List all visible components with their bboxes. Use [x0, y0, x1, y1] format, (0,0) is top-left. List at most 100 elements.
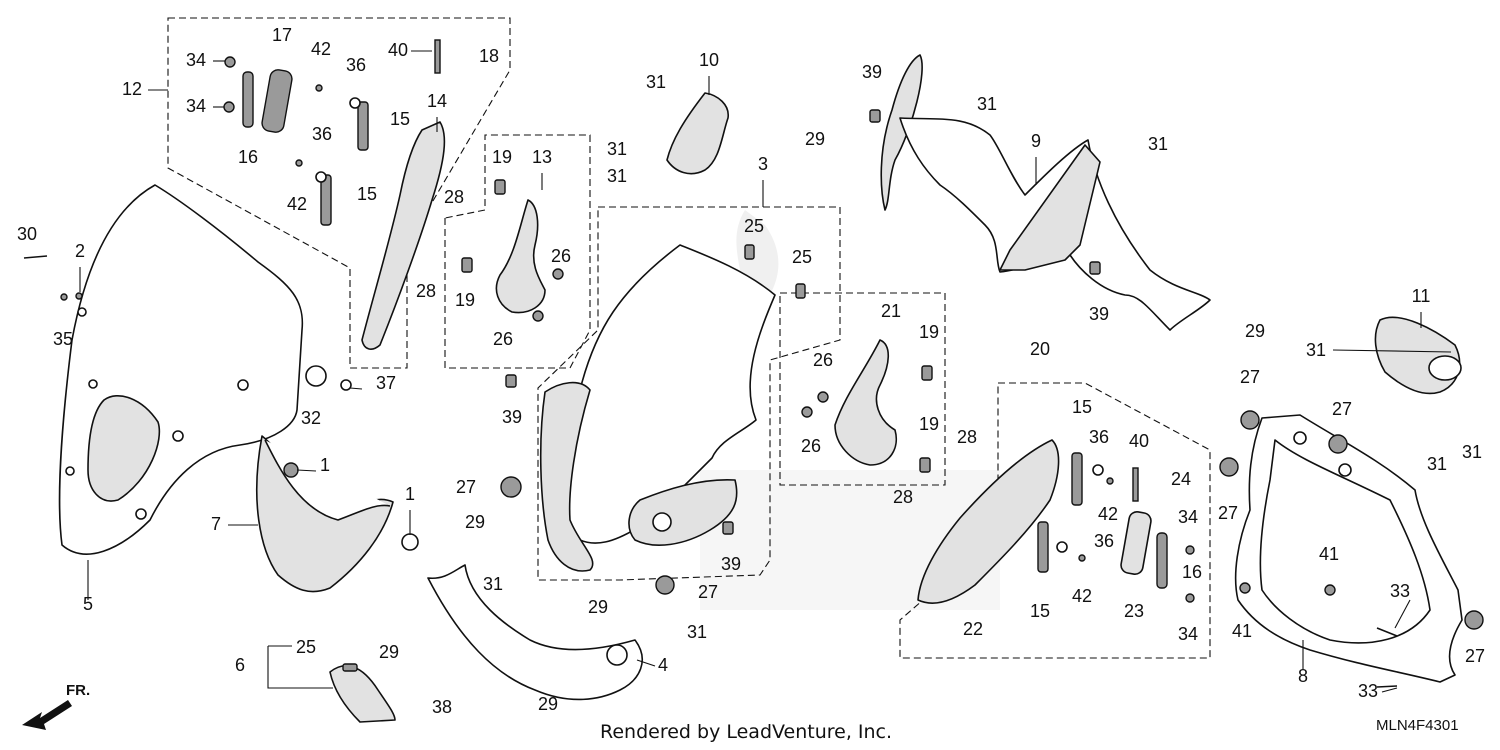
callout-c31e: 31	[1148, 134, 1168, 154]
callout-c15a: 15	[390, 109, 410, 129]
small-parts	[23, 39, 1484, 688]
callout-c21: 21	[881, 301, 901, 321]
callout-c9: 9	[1031, 131, 1041, 151]
callout-c37: 37	[376, 373, 396, 393]
callout-c19c: 19	[919, 322, 939, 342]
bracket-part-10	[666, 92, 729, 175]
leader-lines	[79, 50, 1452, 693]
callout-c28c: 28	[957, 427, 977, 447]
callout-c42a: 42	[311, 39, 331, 59]
callout-c19b: 19	[455, 290, 475, 310]
callout-c28d: 28	[893, 487, 913, 507]
callout-c24: 24	[1171, 469, 1191, 489]
callout-c16b: 16	[1182, 562, 1202, 582]
callout-c25c: 25	[296, 637, 316, 657]
callout-c15d: 15	[1030, 601, 1050, 621]
callout-c29c: 29	[465, 512, 485, 532]
callout-c29b: 29	[1245, 321, 1265, 341]
callout-c34b: 34	[186, 96, 206, 116]
callout-c39d: 39	[721, 554, 741, 574]
callout-c31d: 31	[977, 94, 997, 114]
callout-c36c: 36	[1089, 427, 1109, 447]
callout-c1b: 1	[405, 484, 415, 504]
callout-c28b: 28	[416, 281, 436, 301]
callout-c6: 6	[235, 655, 245, 675]
callout-c20: 20	[1030, 339, 1050, 359]
callout-c15c: 15	[1072, 397, 1092, 417]
callout-c1a: 1	[320, 455, 330, 475]
callout-c16a: 16	[238, 147, 258, 167]
callout-c29a: 29	[805, 129, 825, 149]
render-credit: Rendered by LeadVenture, Inc.	[600, 721, 892, 743]
callout-c12: 12	[122, 79, 142, 99]
callout-c40a: 40	[388, 40, 408, 60]
callout-c26c: 26	[813, 350, 833, 370]
callout-c22: 22	[963, 619, 983, 639]
callout-c31a: 31	[646, 72, 666, 92]
callout-c27c: 27	[1240, 367, 1260, 387]
callout-c41a: 41	[1319, 544, 1339, 564]
bracket-part-13	[495, 199, 546, 314]
stay-part-14	[361, 121, 446, 350]
callout-c31g: 31	[1427, 454, 1447, 474]
callout-c29e: 29	[379, 642, 399, 662]
callout-c11: 11	[1412, 286, 1431, 306]
callout-c42d: 42	[1072, 586, 1092, 606]
callout-c27a: 27	[456, 477, 476, 497]
callout-c31b: 31	[607, 139, 627, 159]
callout-c39c: 39	[502, 407, 522, 427]
box-group-13	[444, 134, 591, 369]
callout-c38: 38	[432, 697, 452, 717]
callout-c39a: 39	[862, 62, 882, 82]
callout-c31f: 31	[1306, 340, 1326, 360]
callout-c3: 3	[758, 154, 768, 174]
front-visor-part-3	[539, 244, 776, 572]
lower-bracket-part-4	[427, 564, 644, 701]
callout-c19d: 19	[919, 414, 939, 434]
meter-stay-part-9	[880, 54, 1211, 331]
callout-c8: 8	[1298, 666, 1308, 686]
callout-c39b: 39	[1089, 304, 1109, 324]
callout-c31j: 31	[687, 622, 707, 642]
callout-c5: 5	[83, 594, 93, 614]
callout-c2: 2	[75, 241, 85, 261]
callout-c4: 4	[658, 655, 668, 675]
direction-label: FR.	[66, 682, 90, 699]
stay-part-22	[917, 439, 1060, 604]
callout-c36a: 36	[346, 55, 366, 75]
callout-c26a: 26	[551, 246, 571, 266]
callout-c27d: 27	[1332, 399, 1352, 419]
callout-c13: 13	[532, 147, 552, 167]
callout-c34d: 34	[1178, 624, 1198, 644]
callout-c7: 7	[211, 514, 221, 534]
callout-c25a: 25	[744, 216, 764, 236]
callout-c28a: 28	[444, 187, 464, 207]
callout-c35: 35	[53, 329, 73, 349]
callout-c30: 30	[17, 224, 37, 244]
callout-c42b: 42	[287, 194, 307, 214]
callout-c26d: 26	[801, 436, 821, 456]
front-direction-arrow: FR.	[22, 682, 90, 730]
box-group-21	[779, 292, 946, 486]
callout-c26b: 26	[493, 329, 513, 349]
callout-c34c: 34	[1178, 507, 1198, 527]
callout-c36b: 36	[312, 124, 332, 144]
callout-c40b: 40	[1129, 431, 1149, 451]
frame-part-8	[1234, 414, 1463, 683]
callout-c17: 17	[272, 25, 292, 45]
bracket-part-21	[834, 339, 897, 466]
cover-part-6	[329, 664, 396, 723]
callout-c31h: 31	[1462, 442, 1482, 462]
callout-c25b: 25	[792, 247, 812, 267]
box-group-3	[537, 206, 841, 581]
callout-c14: 14	[427, 91, 447, 111]
callout-c31i: 31	[483, 574, 503, 594]
windscreen-part-5	[58, 184, 304, 555]
callout-c31c: 31	[607, 166, 627, 186]
callout-c34a: 34	[186, 50, 206, 70]
callout-c41b: 41	[1232, 621, 1252, 641]
box-group-12	[167, 17, 511, 369]
callout-c29f: 29	[538, 694, 558, 714]
callout-c36d: 36	[1094, 531, 1114, 551]
